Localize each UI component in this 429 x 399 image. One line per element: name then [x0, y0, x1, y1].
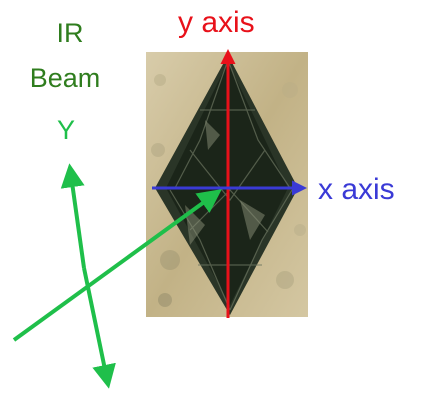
y-polarization-arrow-up	[60, 163, 86, 269]
y-polarization-arrow-down	[82, 267, 116, 389]
y-axis-label: y axis	[178, 6, 255, 39]
ir-label: IR	[56, 18, 84, 48]
ir-beam-arrow	[12, 189, 222, 342]
x-axis-label: x axis	[318, 173, 395, 206]
y-polarization-label: Y	[57, 115, 76, 145]
photo-texture	[151, 74, 306, 307]
beam-label: Beam	[29, 63, 101, 93]
